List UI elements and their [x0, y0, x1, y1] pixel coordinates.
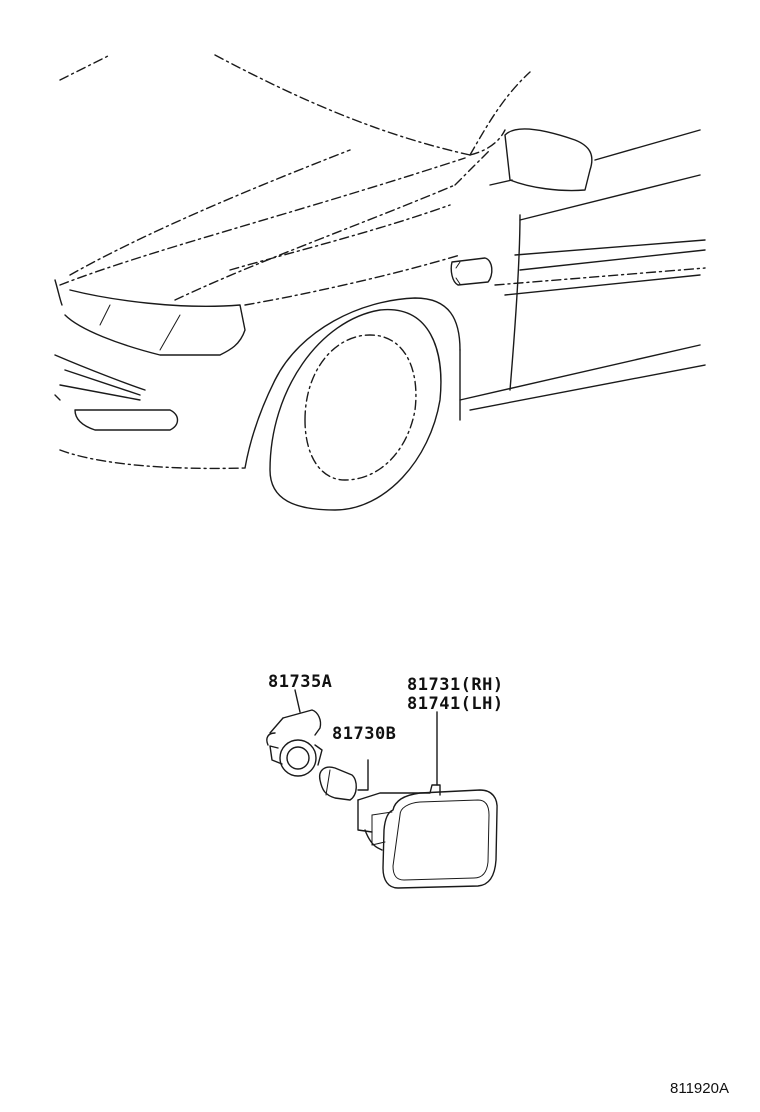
callout-lamp-rh: 81731(RH)	[407, 675, 504, 695]
callout-lamp-lh: 81741(LH)	[407, 694, 504, 714]
callout-bulb: 81730B	[332, 724, 397, 744]
socket-drawing	[266, 689, 323, 777]
side-marker-lamp-drawing	[357, 711, 498, 889]
bulb-drawing	[318, 759, 369, 801]
callout-socket: 81735A	[268, 672, 333, 692]
illustration-id: 811920A	[670, 1080, 729, 1097]
